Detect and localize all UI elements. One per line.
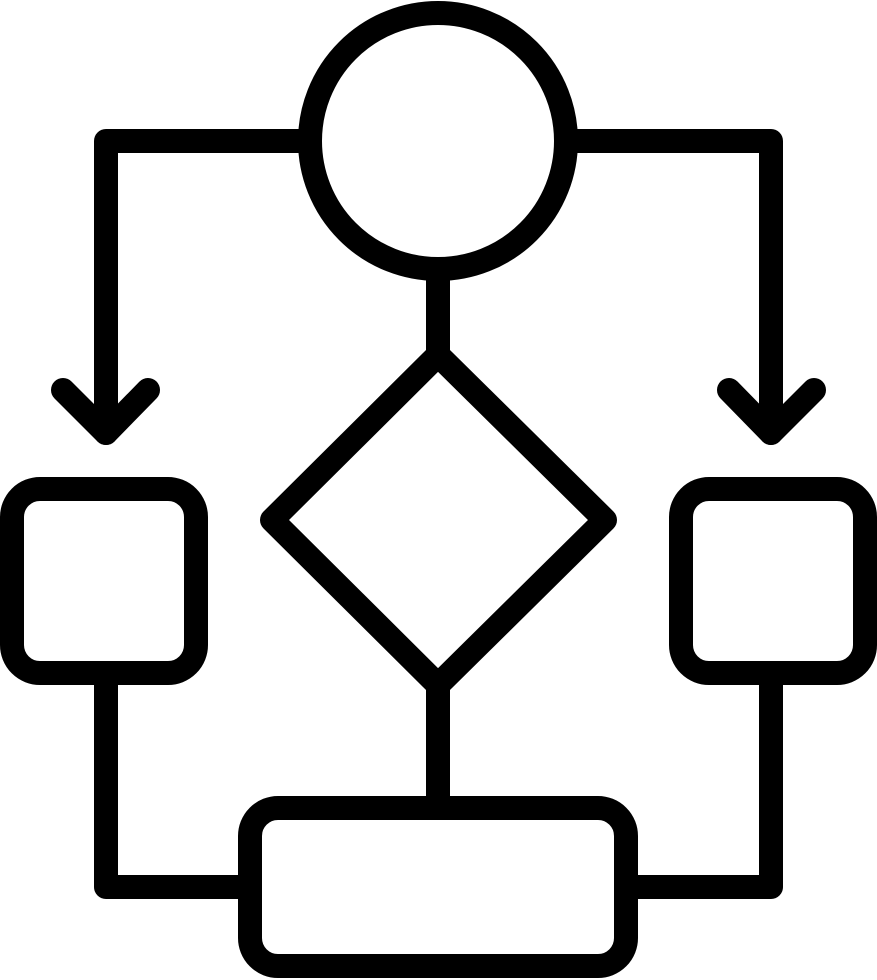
left-return-line — [94, 661, 262, 899]
left-branch-line — [94, 129, 322, 445]
decision-diamond — [260, 343, 617, 697]
left-process-box — [0, 477, 208, 685]
left-arrow-down — [51, 378, 160, 445]
start-circle — [298, 1, 578, 281]
right-return-line — [614, 661, 783, 899]
end-process-box — [238, 796, 638, 978]
right-branch-line — [555, 129, 783, 445]
right-process-box — [669, 477, 877, 685]
right-arrow-down — [717, 378, 826, 445]
